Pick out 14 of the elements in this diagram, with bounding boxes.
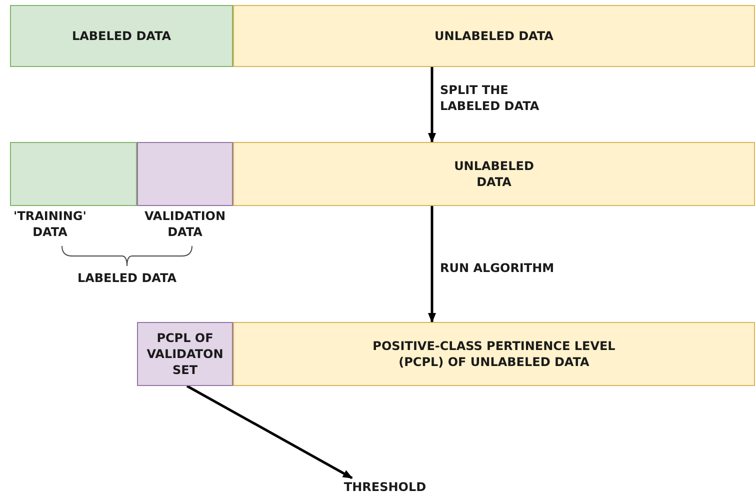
data-bar: LABELED DATA bbox=[10, 5, 233, 67]
arrow bbox=[428, 67, 436, 143]
data-bar bbox=[10, 142, 137, 206]
data-bar bbox=[137, 142, 233, 206]
arrow bbox=[428, 206, 436, 323]
group-label: LABELED DATA bbox=[76, 270, 178, 286]
output-label: THRESHOLD bbox=[335, 478, 435, 496]
data-bar: UNLABELED DATA bbox=[233, 142, 755, 206]
arrow bbox=[186, 384, 353, 480]
data-bar: UNLABELED DATA bbox=[233, 5, 755, 67]
data-bar: PCPL OF VALIDATON SET bbox=[137, 322, 233, 386]
bar-caption: VALIDATION DATA bbox=[143, 208, 227, 240]
data-bar: POSITIVE-CLASS PERTINENCE LEVEL (PCPL) OF UNLABELED DATA bbox=[233, 322, 755, 386]
bar-caption: 'TRAINING' DATA bbox=[12, 208, 88, 240]
